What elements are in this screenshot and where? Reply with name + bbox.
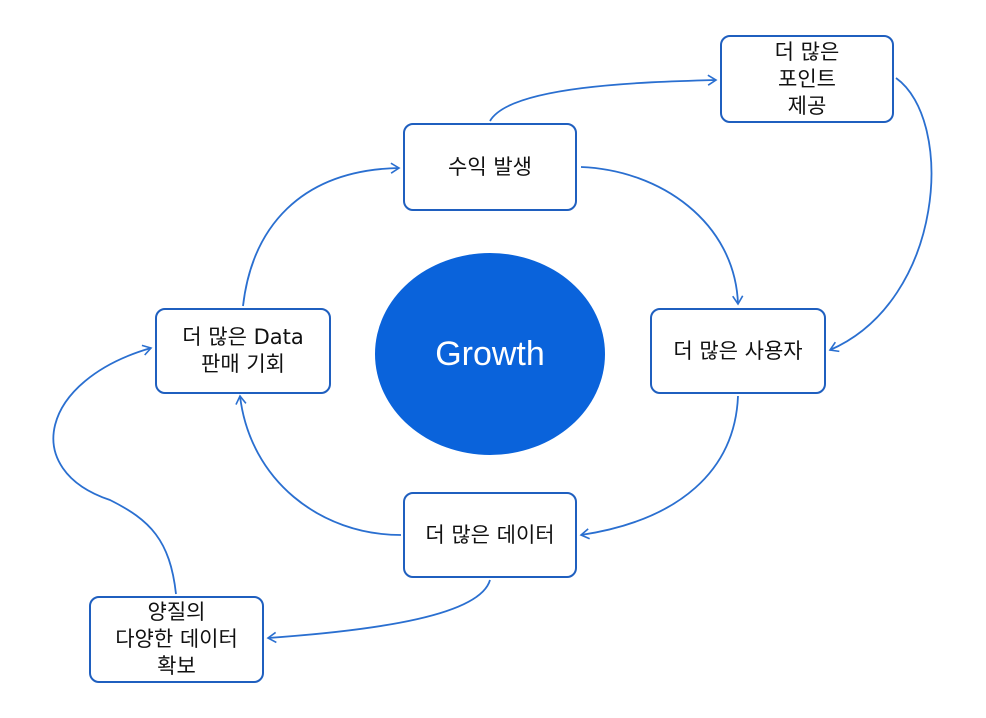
- node-more-users: 더 많은 사용자: [650, 308, 826, 394]
- node-revenue: 수익 발생: [403, 123, 577, 211]
- node-quality-data: 양질의 다양한 데이터 확보: [89, 596, 264, 683]
- arrow-revenue-to-users: [580, 166, 744, 306]
- growth-circle: Growth: [375, 253, 605, 455]
- arrow-users-to-data: [579, 395, 739, 540]
- arrow-points-to-users: [828, 77, 933, 353]
- node-more-data: 더 많은 데이터: [403, 492, 577, 578]
- arrow-data-to-sales: [235, 394, 402, 536]
- arrow-sales-to-revenue: [242, 162, 401, 307]
- arrow-data-to-quality: [266, 579, 491, 644]
- node-more-points: 더 많은 포인트 제공: [720, 35, 894, 123]
- node-data-sales-opportunity: 더 많은 Data 판매 기회: [155, 308, 331, 394]
- arrow-quality-to-sales: [52, 344, 177, 595]
- arrow-revenue-to-points: [489, 74, 718, 122]
